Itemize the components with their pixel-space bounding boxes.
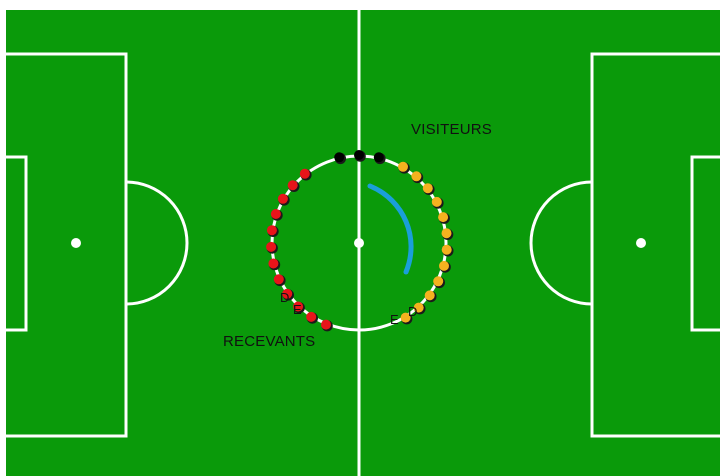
visitor-player	[411, 171, 421, 181]
home-e-marker: E	[293, 302, 302, 317]
referee	[374, 152, 384, 162]
visitors-e-marker: E	[390, 312, 399, 327]
home-player	[321, 320, 331, 330]
home-player	[268, 259, 278, 269]
home-player	[300, 169, 310, 179]
home-player	[278, 194, 288, 204]
visitor-player	[432, 197, 442, 207]
visitor-player	[433, 276, 443, 286]
visitor-player	[438, 212, 448, 222]
visitor-player	[398, 162, 408, 172]
referee	[334, 152, 344, 162]
visitor-player	[425, 290, 435, 300]
centre-spot	[354, 238, 364, 248]
home-player	[271, 209, 281, 219]
home-d-marker: D	[280, 290, 289, 305]
visitors-label: VISITEURS	[411, 121, 492, 138]
home-player	[267, 225, 277, 235]
visitor-player	[423, 183, 433, 193]
home-player	[266, 242, 276, 252]
home-player	[288, 180, 298, 190]
home-player	[306, 312, 316, 322]
home-player	[274, 274, 284, 284]
referee	[354, 150, 364, 160]
left-penalty-spot	[71, 238, 81, 248]
right-penalty-spot	[636, 238, 646, 248]
home-label: RECEVANTS	[223, 333, 315, 350]
visitor-player	[442, 245, 452, 255]
visitor-player	[439, 261, 449, 271]
visitor-player	[442, 228, 452, 238]
visitors-d-marker: D	[408, 304, 417, 319]
